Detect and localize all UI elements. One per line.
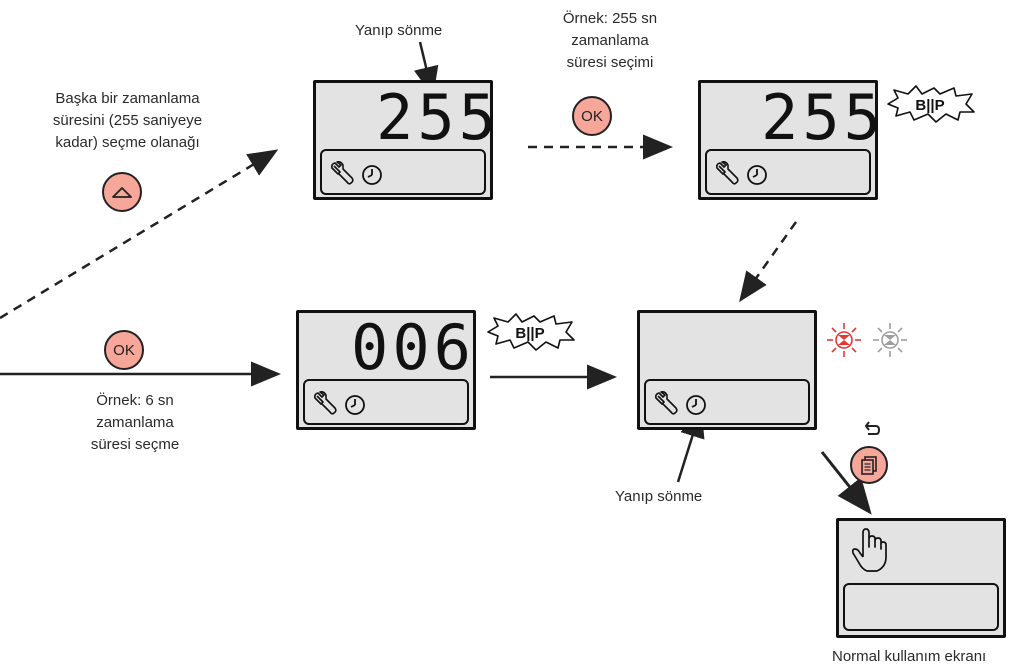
arrow-to-normal-screen <box>820 451 872 515</box>
display-middle-bar <box>303 379 469 425</box>
hand-pointer-icon <box>851 528 887 572</box>
beep-top-text: B||P <box>915 97 944 114</box>
example-6-line1: Örnek: 6 sn <box>96 392 174 409</box>
arrow-top-right-to-middle-right <box>739 221 798 303</box>
up-arrow-icon <box>112 187 132 198</box>
example-6-line2: zamanlama <box>96 414 174 431</box>
display-top-left-value: 255 <box>376 81 500 154</box>
beep-bubble-top: B||P <box>887 85 975 123</box>
choose-other-line3: kadar) seçme olanağı <box>55 134 200 151</box>
timer-icon <box>747 165 767 185</box>
display-top-left-bar <box>320 149 486 195</box>
menu-button[interactable] <box>850 446 888 484</box>
display-top-right-value: 255 <box>761 81 885 154</box>
blink-label-bottom: Yanıp sönme <box>615 488 703 505</box>
up-button[interactable] <box>102 172 142 212</box>
wrench-icon <box>331 161 354 185</box>
wrench-icon <box>716 161 739 185</box>
ok-button-top[interactable]: OK <box>572 96 612 136</box>
display-middle-value: 006 <box>351 311 475 384</box>
display-middle-right-bar <box>644 379 810 425</box>
example-255-label: Örnek: 255 sn zamanlama süresi seçimi <box>540 8 680 74</box>
example-255-line1: Örnek: 255 sn <box>562 10 658 27</box>
wrench-icon <box>314 391 337 415</box>
display-top-right: 255 <box>698 80 881 200</box>
display-middle-right <box>637 310 817 430</box>
ok-button-top-label: OK <box>581 107 603 125</box>
blink-label-top: Yanıp sönme <box>355 22 443 39</box>
choose-other-label: Başka bir zamanlama süresini (255 saniye… <box>20 88 235 154</box>
example-255-line3: süresi seçimi <box>566 54 654 71</box>
beep-bubble-middle: B||P <box>487 313 575 351</box>
choose-other-line1: Başka bir zamanlama <box>55 90 200 107</box>
display-normal <box>836 518 1006 638</box>
example-6-label: Örnek: 6 sn zamanlama süresi seçme <box>65 390 205 456</box>
ok-button-middle-label: OK <box>113 341 135 359</box>
ok-button-middle[interactable]: OK <box>104 330 144 370</box>
display-normal-bar <box>843 583 999 631</box>
example-6-line3: süresi seçme <box>90 436 180 453</box>
timer-icon <box>362 165 382 185</box>
led-grey-icon <box>873 323 907 357</box>
wrench-icon <box>655 391 678 415</box>
pages-icon <box>861 456 877 475</box>
example-255-line2: zamanlama <box>571 32 649 49</box>
timer-icon <box>345 395 365 415</box>
back-icon <box>864 421 881 435</box>
beep-middle-text: B||P <box>515 325 544 342</box>
display-top-right-bar <box>705 149 871 195</box>
choose-other-line2: süresini (255 saniyeye <box>52 112 203 129</box>
display-top-left: 255 <box>313 80 496 200</box>
timer-icon <box>686 395 706 415</box>
normal-screen-label: Normal kullanım ekranı <box>832 648 987 665</box>
arrow-to-top-left-screen <box>0 149 279 320</box>
led-red-icon <box>827 323 861 357</box>
display-middle: 006 <box>296 310 476 430</box>
